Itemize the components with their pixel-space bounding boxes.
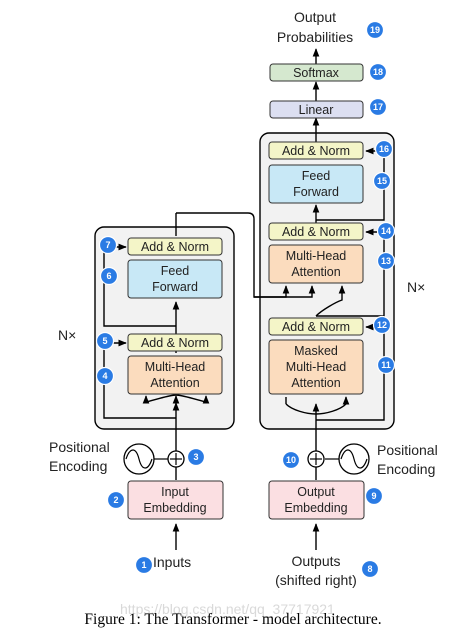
badge-number: 3 [193,452,198,462]
badge-17: 17 [368,97,388,117]
svg-text:Embedding: Embedding [284,501,347,515]
svg-text:Masked: Masked [294,344,338,358]
badge-13: 13 [376,251,396,271]
badge-18: 18 [368,62,388,82]
encoder-add-norm-bottom: Add & Norm [127,333,223,352]
inputs-label: Inputs [153,554,191,570]
svg-text:Add & Norm: Add & Norm [141,336,209,350]
svg-text:Add & Norm: Add & Norm [141,240,209,254]
svg-text:Add & Norm: Add & Norm [282,225,350,239]
decoder-nx-label: N× [407,279,425,295]
svg-text:Linear: Linear [299,103,334,117]
output-embedding: Output Embedding [268,480,365,520]
badge-number: 17 [373,102,383,112]
badge-3: 3 [186,447,206,467]
svg-text:Forward: Forward [152,280,198,294]
encoder-add-circle [167,450,185,468]
badge-number: 11 [381,360,391,370]
badge-number: 5 [102,336,107,346]
svg-text:Forward: Forward [293,185,339,199]
badge-number: 10 [286,455,296,465]
outputs-label-line2: (shifted right) [275,572,357,588]
badge-number: 9 [371,491,376,501]
svg-text:Multi-Head: Multi-Head [145,360,205,374]
decoder-cross-attention: Multi-Head Attention [268,244,364,284]
svg-text:Multi-Head: Multi-Head [286,249,346,263]
decoder-masked-attention: Masked Multi-Head Attention [268,339,364,395]
badge-11: 11 [376,355,396,375]
svg-text:Feed: Feed [302,169,331,183]
linear-block: Linear [269,100,364,119]
encoder-feed-forward: Feed Forward [127,259,223,299]
badge-number: 13 [381,256,391,266]
encoder-sine-wave-icon [123,443,168,475]
svg-text:Add & Norm: Add & Norm [282,144,350,158]
decoder-add-norm-bottom: Add & Norm [268,317,364,336]
decoder-positional-encoding-line2: Encoding [377,461,435,477]
decoder-add-norm-top: Add & Norm [268,141,364,160]
encoder-positional-encoding-line2: Encoding [49,458,107,474]
svg-text:Attention: Attention [291,376,340,390]
badge-8: 8 [360,559,380,579]
badge-1: 1 [134,555,154,575]
encoder-add-norm-top: Add & Norm [127,237,223,256]
decoder-sine-wave-icon [325,443,370,475]
svg-text:Embedding: Embedding [143,501,206,515]
badge-number: 7 [105,240,110,250]
output-probabilities-line2: Probabilities [277,29,353,45]
outputs-label-line1: Outputs [291,553,340,569]
badge-number: 2 [113,495,118,505]
svg-text:Multi-Head: Multi-Head [286,360,346,374]
encoder-positional-encoding-line1: Positional [49,439,110,455]
badge-number: 16 [379,144,389,154]
svg-text:Output: Output [297,485,335,499]
badge-6: 6 [99,266,119,286]
badge-2: 2 [106,490,126,510]
badge-number: 19 [370,25,380,35]
softmax-block: Softmax [269,63,364,82]
svg-text:Softmax: Softmax [293,66,340,80]
output-probabilities-line1: Output [294,9,336,25]
badge-number: 18 [373,67,383,77]
svg-text:Attention: Attention [291,265,340,279]
svg-text:Add & Norm: Add & Norm [282,320,350,334]
badge-10: 10 [281,450,301,470]
encoder-nx-label: N× [58,327,76,343]
badge-19: 19 [365,20,385,40]
badge-number: 1 [141,560,146,570]
svg-text:Feed: Feed [161,264,190,278]
decoder-positional-encoding-line1: Positional [377,442,438,458]
badge-15: 15 [372,171,392,191]
figure-caption: Figure 1: The Transformer - model archit… [84,611,381,628]
badge-number: 8 [367,564,372,574]
encoder-stack [94,226,235,430]
badge-7: 7 [98,235,118,255]
decoder-add-circle [307,450,325,468]
decoder-feed-forward: Feed Forward [268,164,364,204]
badge-number: 6 [106,271,111,281]
badge-12: 12 [372,315,392,335]
badge-5: 5 [95,331,115,351]
badge-14: 14 [376,221,396,241]
watermark: https://blog.csdn.net/qq_37717921 [120,601,335,617]
badge-number: 12 [377,320,387,330]
svg-text:Attention: Attention [150,376,199,390]
badge-number: 14 [381,226,391,236]
badge-number: 15 [377,176,387,186]
encoder-multi-head-attention: Multi-Head Attention [127,355,223,395]
decoder-add-norm-mid: Add & Norm [268,222,364,241]
badge-4: 4 [95,366,115,386]
badge-number: 4 [102,371,107,381]
badge-16: 16 [374,139,394,159]
input-embedding: Input Embedding [127,480,224,520]
svg-text:Input: Input [161,485,189,499]
badge-9: 9 [364,486,384,506]
